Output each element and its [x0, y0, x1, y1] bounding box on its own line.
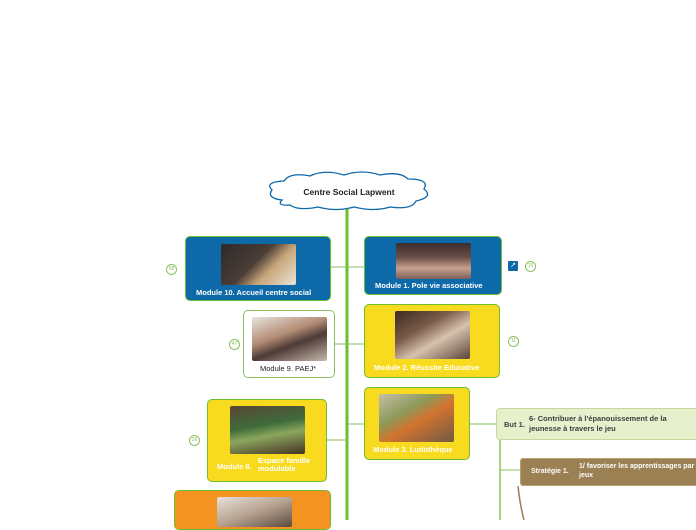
module-9-node[interactable]: Module 9. PAEJ*: [243, 310, 335, 378]
module-9-count[interactable]: 47: [229, 339, 240, 350]
module-3-label: Module 3. Ludothèque: [373, 445, 453, 454]
module-10-count[interactable]: 58: [166, 264, 177, 275]
module-8-node[interactable]: Module 8. Espace famille modulable: [207, 399, 327, 482]
cloud-shape: [269, 171, 429, 211]
strategy-tag: Stratégie 1.: [531, 468, 569, 475]
module-1-photo: [396, 243, 471, 279]
module-8-count[interactable]: 26: [189, 435, 200, 446]
module-3-node[interactable]: Module 3. Ludothèque: [364, 387, 470, 460]
strategy-node[interactable]: Stratégie 1. 1/ favoriser les apprentiss…: [520, 458, 696, 486]
module-2-count[interactable]: 11: [508, 336, 519, 347]
module-8-photo: [230, 406, 305, 454]
strategy-text: 1/ favoriser les apprentissages par les …: [579, 463, 696, 479]
module-7-photo: [217, 497, 292, 527]
module-1-label: Module 1. Pole vie associative: [375, 281, 483, 290]
module-2-label: Module 2. Réussite Educative: [374, 363, 480, 372]
module-2-photo: [395, 311, 470, 359]
module-10-photo: [221, 244, 296, 285]
module-8-label: Module 8.: [217, 462, 252, 471]
goal-node[interactable]: But 1. 6- Contribuer à l'épanouissement …: [496, 408, 696, 440]
module-7-node[interactable]: [174, 490, 331, 530]
module-8-sublabel: Espace famille modulable: [258, 456, 311, 473]
root-title: Centre Social Lapwent: [303, 187, 395, 197]
module-3-photo: [379, 394, 454, 442]
module-9-label: Module 9. PAEJ*: [260, 364, 317, 373]
module-10-label: Module 10. Accueil centre social: [196, 288, 312, 297]
goal-text: 6- Contribuer à l'épanouissement de la j…: [529, 414, 667, 433]
root-cloud[interactable]: [262, 170, 436, 212]
module-2-node[interactable]: Module 2. Réussite Educative: [364, 304, 500, 378]
module-9-photo: [252, 317, 327, 361]
link-icon[interactable]: ↗: [508, 261, 518, 271]
module-1-node[interactable]: Module 1. Pole vie associative: [364, 236, 502, 295]
goal-tag: But 1.: [504, 420, 525, 429]
module-10-node[interactable]: Module 10. Accueil centre social: [185, 236, 331, 301]
module-1-count[interactable]: 15: [525, 261, 536, 272]
